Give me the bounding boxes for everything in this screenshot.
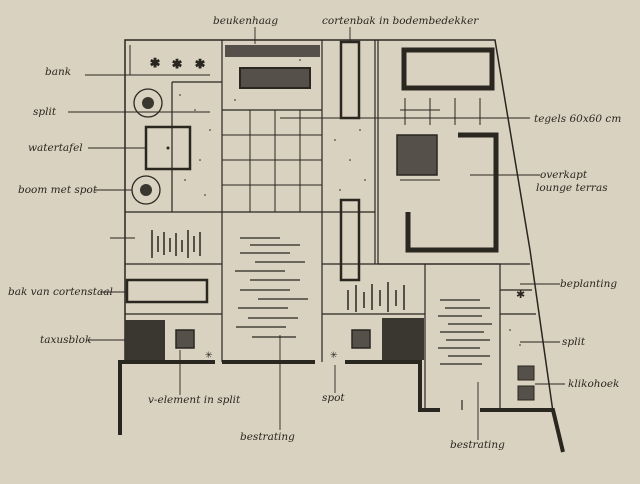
bottom-walls <box>118 360 565 453</box>
lounge-table <box>396 134 438 176</box>
beech-hedge <box>225 45 320 57</box>
spot-icon-left: ✳ <box>205 351 213 361</box>
label-v-element: v-element in split <box>148 394 241 406</box>
dark-box-top <box>239 67 311 89</box>
internal-lines <box>125 40 536 410</box>
bench-plants: ✱ ✱ ✱ <box>150 56 206 72</box>
split-stripes-left <box>151 230 201 258</box>
v-element-left <box>175 329 195 349</box>
label-klikohoek: klikohoek <box>568 378 619 390</box>
tree-top-core <box>142 97 154 109</box>
paving-stripes-left <box>235 237 308 338</box>
label-cortenbak: cortenbak in bodembedekker <box>322 15 479 27</box>
svg-text:✱: ✱ <box>172 57 182 71</box>
tree-bottom-core <box>140 184 152 196</box>
bin-2 <box>517 385 535 401</box>
paving-stripes-right <box>438 299 492 365</box>
label-spot: spot <box>322 392 345 404</box>
tile-grid <box>222 110 322 212</box>
svg-text:✱: ✱ <box>195 57 205 71</box>
taxus-block-left <box>125 320 165 360</box>
label-bak-van-cortenstaal: bak van cortenstaal <box>8 286 113 298</box>
corten-box-horizontal <box>125 278 209 304</box>
label-watertafel: watertafel <box>28 142 83 154</box>
taxus-block-right <box>382 318 424 360</box>
label-split-left: split <box>33 106 57 118</box>
plant-right-icon: ✱ <box>516 288 525 301</box>
lounge-sofa <box>405 132 499 253</box>
v-element-right <box>351 329 371 349</box>
corten-planter-bottom <box>339 198 361 282</box>
svg-text:✱: ✱ <box>150 56 160 70</box>
stipple <box>179 59 521 346</box>
lounge-bench-top <box>401 47 495 91</box>
label-beukenhaag: beukenhaag <box>213 15 278 27</box>
label-bank: bank <box>45 66 71 78</box>
label-boom-met-spot: boom met spot <box>18 184 98 196</box>
label-taxusblok: taxusblok <box>40 334 91 346</box>
water-table-point <box>166 146 170 150</box>
label-tegels: tegels 60x60 cm <box>534 113 621 125</box>
label-bestrating-left: bestrating <box>240 431 295 443</box>
garden-boundary <box>124 39 554 413</box>
lounge-tile-lines <box>400 98 481 181</box>
label-lounge-terras: lounge terras <box>536 182 608 194</box>
bin-1 <box>517 365 535 381</box>
leader-lines <box>68 27 565 440</box>
split-stripes-right <box>347 282 405 312</box>
tree-top-icon <box>133 88 163 118</box>
label-overkapt: overkapt <box>540 169 588 181</box>
spot-icon-right: ✳ <box>330 351 338 361</box>
label-beplanting: beplanting <box>560 278 617 290</box>
label-split-right: split <box>562 336 586 348</box>
label-bestrating-right: bestrating <box>450 439 505 451</box>
